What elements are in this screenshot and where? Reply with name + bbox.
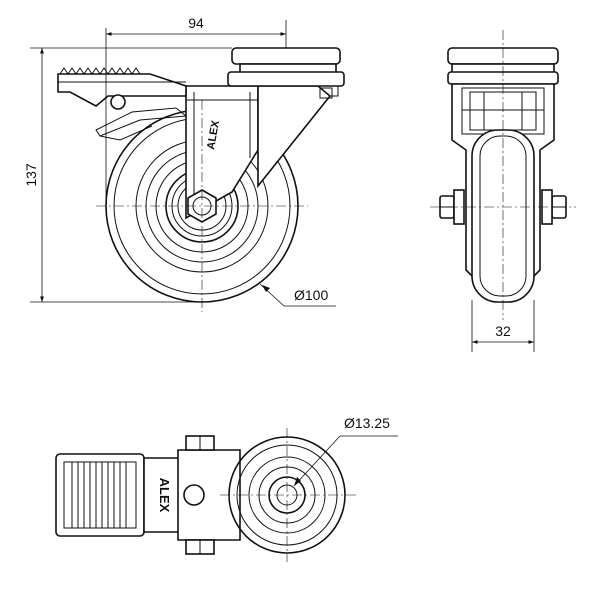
fork-bracket [185, 47, 345, 220]
brand-mark-side: ALEX [205, 119, 222, 151]
dimension-offset: 94 [105, 15, 287, 206]
dimension-height-label: 137 [23, 163, 39, 187]
dimension-height: 137 [23, 47, 232, 303]
dimension-wheel-diameter: Ø100 [259, 283, 336, 307]
dimension-bolt-hole: Ø13.25 [293, 415, 398, 487]
dimension-wheel-diameter-label: Ø100 [294, 287, 328, 303]
dimension-wheel-width: 32 [471, 300, 535, 352]
brake-pedal-side [57, 67, 188, 141]
dimension-offset-label: 94 [188, 15, 204, 31]
fork-housing-top [177, 449, 241, 541]
brand-mark-top: ALEX [157, 478, 172, 513]
front-view: 32 [430, 30, 576, 352]
top-view: ALEX Ø13.25 [55, 415, 398, 562]
pedal-grip-lines [71, 462, 127, 528]
dimension-bolt-hole-label: Ø13.25 [344, 415, 390, 431]
brake-pedal-top [55, 453, 145, 537]
side-view: ALEX 94 137 Ø100 [23, 15, 345, 312]
swivel-hole [183, 484, 205, 506]
dimension-wheel-width-label: 32 [495, 323, 511, 339]
